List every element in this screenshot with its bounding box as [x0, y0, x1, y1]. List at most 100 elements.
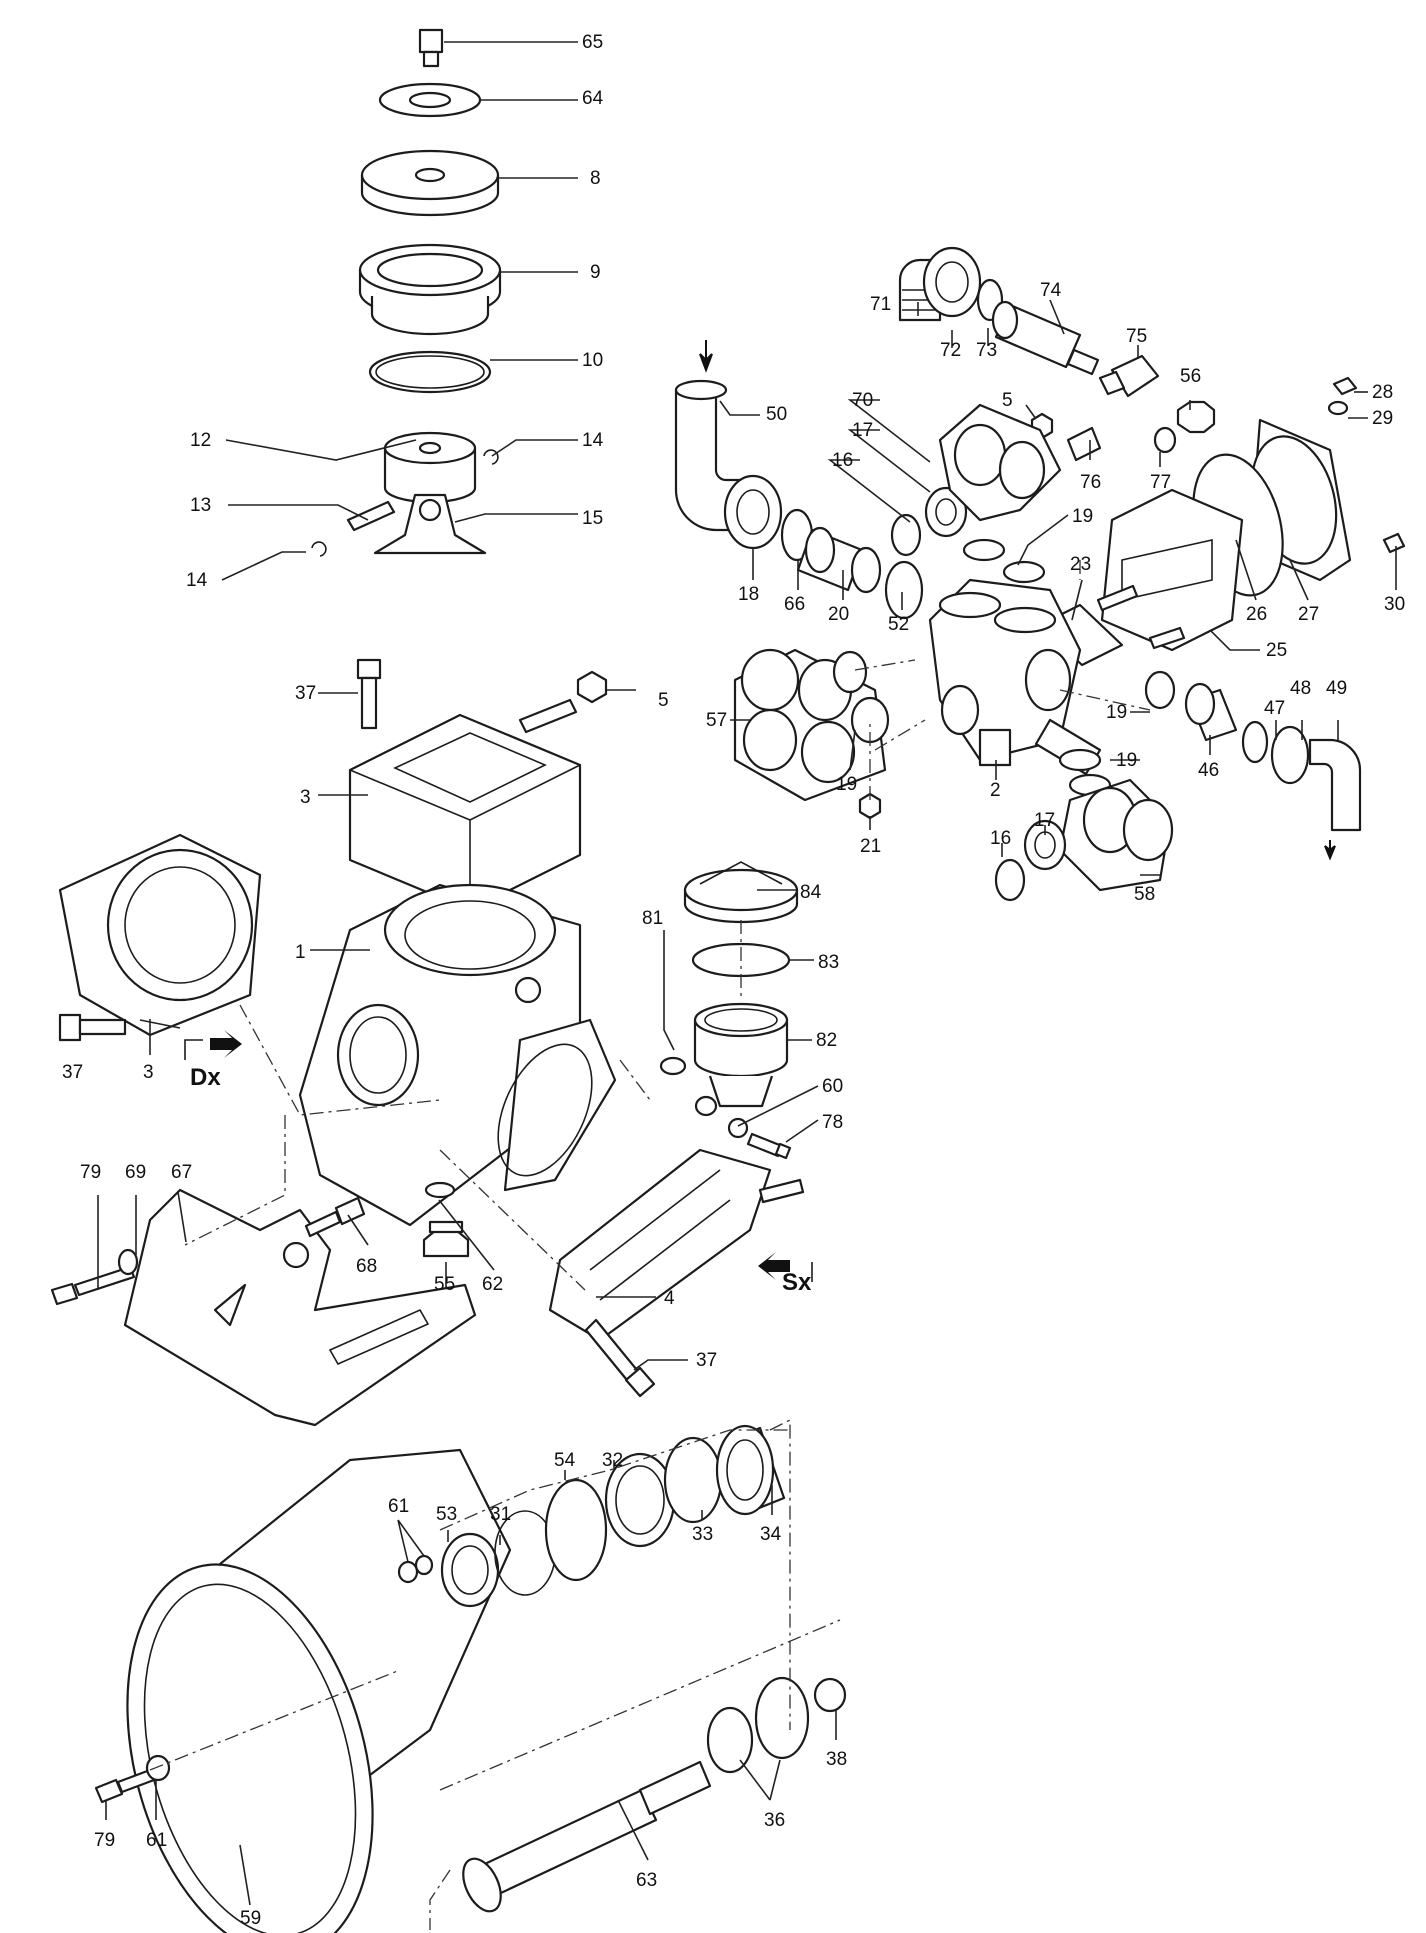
label-37-left: 37 [62, 1062, 83, 1083]
part-oring-16-top [890, 513, 922, 557]
part-bearing-34 [715, 1424, 786, 1516]
label-79-left: 79 [80, 1162, 101, 1183]
label-16-top: 16 [832, 450, 853, 471]
label-23: 23 [1070, 554, 1091, 575]
label-20: 20 [828, 604, 849, 625]
part-oring-52 [884, 560, 924, 620]
label-36: 36 [764, 1810, 785, 1831]
label-10: 10 [582, 350, 603, 371]
label-17-bottom: 17 [1034, 810, 1055, 831]
part-ring-53 [440, 1532, 500, 1608]
label-48: 48 [1290, 678, 1311, 699]
part-oring-81 [659, 1056, 687, 1076]
part-housing-59 [126, 1448, 512, 1933]
label-53: 53 [436, 1504, 457, 1525]
label-59: 59 [240, 1908, 261, 1929]
part-cap-84 [683, 861, 799, 924]
label-58: 58 [1134, 884, 1155, 905]
label-75: 75 [1126, 326, 1147, 347]
part-manifold-58 [1058, 778, 1174, 892]
label-18: 18 [738, 584, 759, 605]
label-19-right: 19 [1106, 702, 1127, 723]
label-5-top: 5 [1002, 390, 1013, 411]
label-2: 2 [990, 780, 1001, 801]
part-head-3-left [58, 833, 262, 1037]
label-61-top: 61 [388, 1496, 409, 1517]
label-27: 27 [1298, 604, 1319, 625]
label-26: 26 [1246, 604, 1267, 625]
part-pin-13 [346, 500, 396, 532]
label-4: 4 [664, 1288, 675, 1309]
part-washers-61-top [397, 1554, 434, 1584]
label-25: 25 [1266, 640, 1287, 661]
part-orings-19-top [962, 538, 1046, 584]
marker-sx-text: Sx [782, 1269, 812, 1296]
label-30: 30 [1384, 594, 1405, 615]
part-piston-12 [383, 431, 477, 504]
label-33: 33 [692, 1524, 713, 1545]
part-seal-32 [604, 1452, 676, 1548]
part-washer-69 [117, 1248, 139, 1276]
part-conrod-15 [373, 493, 487, 555]
label-32: 32 [602, 1450, 623, 1471]
part-valve-74 [991, 300, 1100, 376]
part-bolt-37-top [356, 658, 382, 730]
part-fitting-17-top [924, 486, 968, 538]
part-clips-14 [311, 449, 499, 557]
label-19-top: 19 [1072, 506, 1093, 527]
label-81: 81 [642, 908, 663, 929]
part-oring-77 [1153, 426, 1177, 454]
label-3-left: 3 [143, 1062, 154, 1083]
part-shaft-63 [462, 1760, 712, 1913]
label-61-bottom: 61 [146, 1830, 167, 1851]
part-diaphragm-8 [360, 149, 500, 217]
label-79-bottom: 79 [94, 1830, 115, 1851]
part-screw-79-left [50, 1265, 136, 1306]
label-14-left: 14 [186, 570, 208, 591]
part-head-4-right [548, 1148, 805, 1342]
label-34: 34 [760, 1524, 782, 1545]
dashed-axis-lines [149, 560, 1151, 1930]
label-68: 68 [356, 1256, 377, 1277]
part-bolt-37-left [58, 1013, 127, 1042]
part-ring-10 [368, 350, 492, 394]
label-62: 62 [482, 1274, 503, 1295]
part-elbow-49 [1308, 738, 1362, 832]
label-70: 70 [852, 390, 873, 411]
label-1: 1 [295, 942, 306, 963]
label-55: 55 [434, 1274, 455, 1295]
label-50: 50 [766, 404, 787, 425]
label-60: 60 [822, 1076, 843, 1097]
part-pump-body-1 [298, 883, 617, 1227]
label-37-bottom: 37 [696, 1350, 717, 1371]
label-83: 83 [818, 952, 839, 973]
label-72: 72 [940, 340, 961, 361]
label-66: 66 [784, 594, 805, 615]
label-78: 78 [822, 1112, 843, 1133]
part-adapter-46 [1184, 682, 1238, 742]
label-28: 28 [1372, 382, 1393, 403]
part-nut-72 [922, 246, 982, 318]
label-74: 74 [1040, 280, 1062, 301]
part-washer-60 [727, 1117, 749, 1139]
part-screw-68 [304, 1196, 366, 1238]
part-nut-56 [1176, 400, 1216, 434]
label-76: 76 [1080, 472, 1101, 493]
part-labels: 65 64 8 9 10 12 14 13 15 14 37 5 3 1 37 … [62, 32, 1405, 1929]
label-47: 47 [1264, 698, 1285, 719]
label-77: 77 [1150, 472, 1171, 493]
marker-dx-text: Dx [190, 1064, 221, 1091]
part-bolt-65 [418, 28, 444, 68]
label-29: 29 [1372, 408, 1393, 429]
part-fitting-17-bottom [1023, 819, 1067, 871]
label-9: 9 [590, 262, 601, 283]
part-screw-28 [1332, 376, 1358, 396]
part-bolt-37-bottom [584, 1318, 656, 1398]
label-8: 8 [590, 168, 601, 189]
part-nut-38 [813, 1677, 847, 1713]
part-orings-36 [706, 1676, 810, 1774]
part-screw-30 [1382, 532, 1406, 554]
part-nut-48 [1270, 725, 1310, 785]
label-52: 52 [888, 614, 909, 635]
